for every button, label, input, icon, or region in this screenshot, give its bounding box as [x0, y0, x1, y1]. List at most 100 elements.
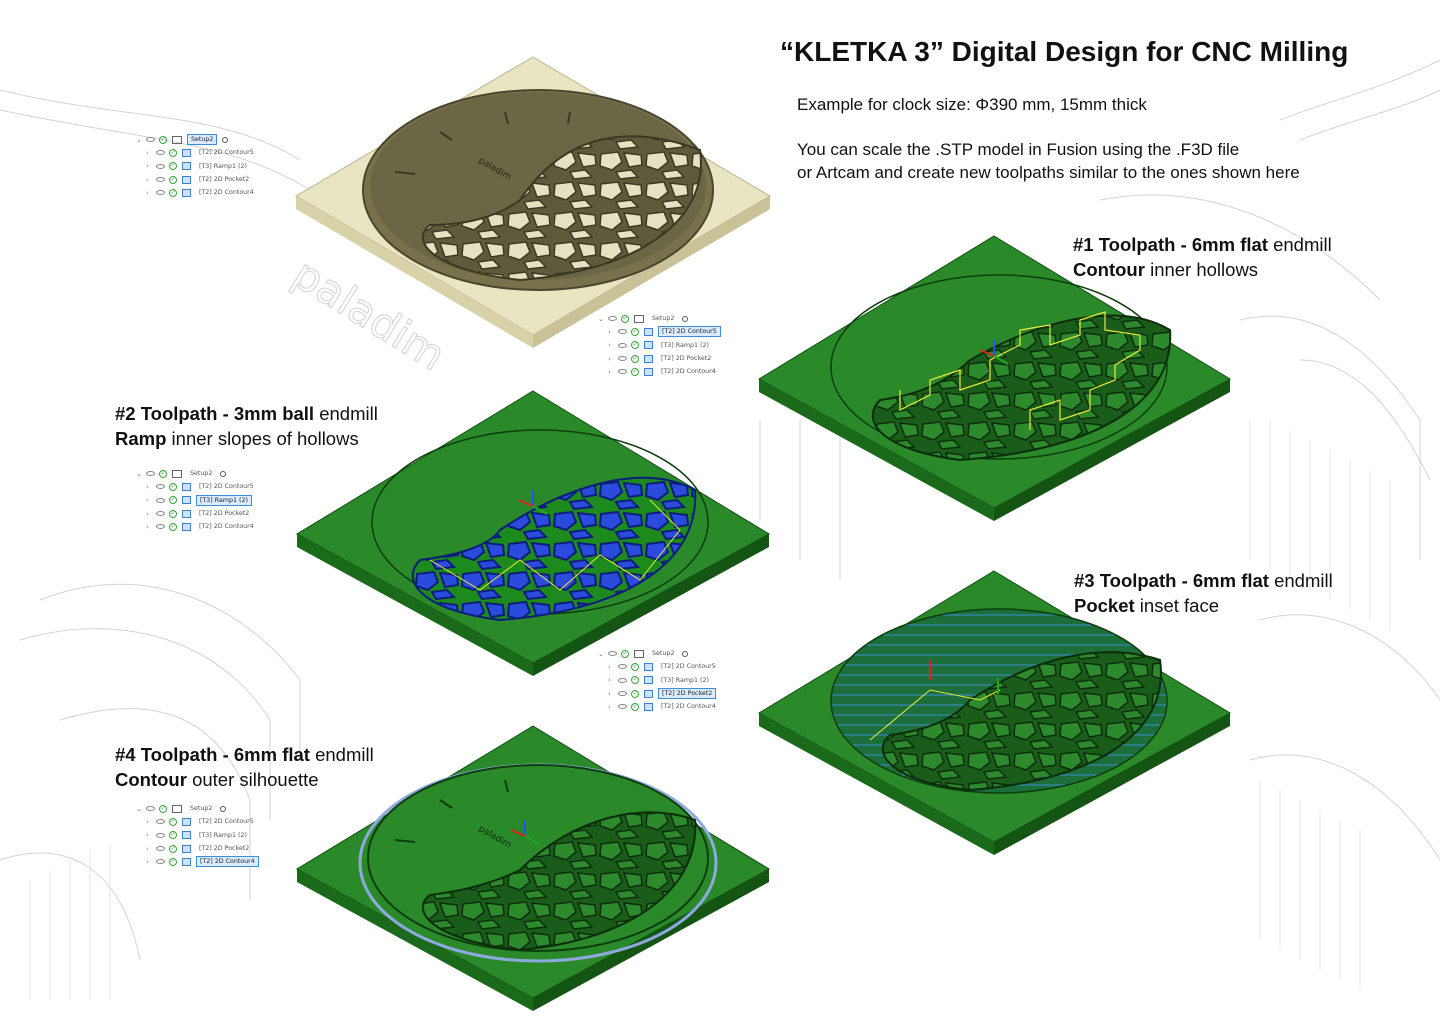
eye-icon[interactable]: [146, 806, 155, 812]
chevron-right-icon[interactable]: ›: [608, 676, 611, 685]
tree-op-row[interactable]: ›✓[T2] 2D Pocket2: [136, 507, 257, 520]
tree-op-row[interactable]: › ✓ [T2] 2D Contour5: [598, 660, 719, 673]
tree-op-row[interactable]: ›✓[T2] 2D Contour4: [136, 186, 257, 199]
eye-icon[interactable]: [156, 832, 165, 838]
eye-icon[interactable]: [156, 177, 165, 183]
chevron-right-icon[interactable]: ›: [608, 341, 611, 350]
eye-icon[interactable]: [156, 524, 165, 530]
check-icon: ✓: [631, 662, 639, 671]
tree-op-row[interactable]: ›✓[T2] 2D Contour4: [598, 700, 719, 713]
chevron-right-icon[interactable]: ›: [608, 689, 611, 698]
eye-icon[interactable]: [156, 497, 165, 503]
caption-3-desc: inset face: [1134, 595, 1219, 616]
chevron-down-icon[interactable]: ⌄: [598, 649, 604, 658]
chevron-down-icon[interactable]: ⌄: [136, 469, 142, 478]
tree-op-label: [T2] 2D Contour5: [199, 149, 254, 157]
chevron-right-icon[interactable]: ›: [146, 162, 149, 171]
caption-1-op: Contour: [1073, 259, 1145, 280]
eye-icon[interactable]: [156, 190, 165, 196]
eye-icon[interactable]: [618, 677, 627, 683]
eye-icon[interactable]: [608, 316, 617, 322]
tree-op-row[interactable]: ›✓[T2] 2D Pocket2: [136, 173, 257, 186]
eye-icon[interactable]: [608, 651, 617, 657]
radio-icon[interactable]: [220, 805, 227, 812]
tree-op-row[interactable]: ›✓[T2] 2D Pocket2: [598, 352, 721, 365]
check-icon: ✓: [169, 496, 177, 505]
check-icon: ✓: [169, 482, 177, 491]
tree-setup-label: Setup2: [652, 315, 675, 323]
tree-setup-row[interactable]: ⌄✓Setup2: [598, 647, 719, 660]
chevron-right-icon[interactable]: ›: [146, 522, 149, 531]
tree-op-row[interactable]: ›✓[T2] 2D Contour5: [136, 480, 257, 493]
check-icon: ✓: [169, 509, 177, 518]
chevron-right-icon[interactable]: ›: [146, 188, 149, 197]
eye-icon[interactable]: [156, 819, 165, 825]
radio-icon[interactable]: [682, 315, 689, 322]
operation-icon: [644, 341, 653, 350]
eye-icon[interactable]: [156, 846, 165, 852]
chevron-down-icon[interactable]: ⌄: [136, 804, 142, 813]
scene-toolpath-3: [757, 570, 1232, 855]
eye-icon[interactable]: [156, 150, 165, 156]
caption-toolpath-3: #3 Toolpath - 6mm flat endmill Pocket in…: [1074, 568, 1333, 618]
chevron-down-icon[interactable]: ⌄: [136, 135, 142, 144]
tree-op-row[interactable]: ›✓[T2] 2D Contour5: [136, 815, 259, 828]
chevron-right-icon[interactable]: ›: [146, 817, 149, 826]
tree-op-label: [T2] 2D Contour5: [661, 663, 716, 671]
setup-icon: [634, 314, 644, 323]
tree-op-row[interactable]: ›✓[T3] Ramp1 (2): [136, 829, 259, 842]
eye-icon[interactable]: [618, 369, 627, 375]
radio-icon[interactable]: [682, 650, 689, 657]
eye-icon[interactable]: [618, 329, 627, 335]
chevron-down-icon[interactable]: ⌄: [598, 314, 604, 323]
tree-op-row[interactable]: ›✓[T3] Ramp1 (2): [136, 160, 257, 173]
eye-icon[interactable]: [618, 342, 627, 348]
tree-op-row[interactable]: ›✓[T3] Ramp1 (2): [598, 674, 719, 687]
eye-icon[interactable]: [618, 664, 627, 670]
chevron-right-icon[interactable]: ›: [608, 702, 611, 711]
tree-op-label: [T2] 2D Pocket2: [199, 176, 250, 184]
check-icon: ✓: [169, 148, 177, 157]
chevron-right-icon[interactable]: ›: [146, 509, 149, 518]
eye-icon[interactable]: [146, 137, 155, 143]
tree-setup-row[interactable]: ⌄✓Setup2: [136, 467, 257, 480]
tree-op-row-selected[interactable]: ›✓[T2] 2D Contour5: [598, 325, 721, 338]
tree-setup-row[interactable]: ⌄✓Setup2: [136, 133, 257, 146]
tree-setup-row[interactable]: ⌄✓Setup2: [598, 312, 721, 325]
chevron-right-icon[interactable]: ›: [146, 148, 149, 157]
tree-setup-row[interactable]: ⌄✓Setup2: [136, 802, 259, 815]
eye-icon[interactable]: [156, 163, 165, 169]
check-icon: ✓: [169, 522, 177, 531]
tree-op-row-selected[interactable]: ›✓[T2] 2D Pocket2: [598, 687, 719, 700]
eye-icon[interactable]: [618, 691, 627, 697]
eye-icon[interactable]: [146, 471, 155, 477]
scene-stock-preview: paladim: [295, 56, 771, 348]
chevron-right-icon[interactable]: ›: [608, 327, 611, 336]
eye-icon[interactable]: [156, 511, 165, 517]
chevron-right-icon[interactable]: ›: [146, 857, 149, 866]
eye-icon[interactable]: [156, 484, 165, 490]
chevron-right-icon[interactable]: ›: [146, 482, 149, 491]
chevron-right-icon[interactable]: ›: [146, 496, 149, 505]
chevron-right-icon[interactable]: ›: [146, 844, 149, 853]
chevron-right-icon[interactable]: ›: [146, 175, 149, 184]
setup-icon: [172, 804, 182, 813]
eye-icon[interactable]: [618, 356, 627, 362]
radio-icon[interactable]: [222, 136, 229, 143]
tree-op-row-selected[interactable]: ›✓[T3] Ramp1 (2): [136, 494, 257, 507]
caption-4-suffix: endmill: [309, 744, 374, 765]
chevron-right-icon[interactable]: ›: [608, 662, 611, 671]
eye-icon[interactable]: [156, 859, 165, 865]
chevron-right-icon[interactable]: ›: [146, 831, 149, 840]
chevron-right-icon[interactable]: ›: [608, 367, 611, 376]
tree-op-row[interactable]: ›✓[T2] 2D Contour4: [598, 365, 721, 378]
tree-op-row[interactable]: ›✓[T2] 2D Contour4: [136, 520, 257, 533]
tree-op-row[interactable]: ›✓[T2] 2D Pocket2: [136, 842, 259, 855]
tree-op-row[interactable]: › ✓ [T2] 2D Contour5: [136, 146, 257, 159]
tree-op-row-selected[interactable]: ›✓[T2] 2D Contour4: [136, 855, 259, 868]
radio-icon[interactable]: [220, 470, 227, 477]
chevron-right-icon[interactable]: ›: [608, 354, 611, 363]
tree-op-label: [T2] 2D Contour4: [199, 189, 254, 197]
tree-op-row[interactable]: ›✓[T3] Ramp1 (2): [598, 339, 721, 352]
eye-icon[interactable]: [618, 704, 627, 710]
